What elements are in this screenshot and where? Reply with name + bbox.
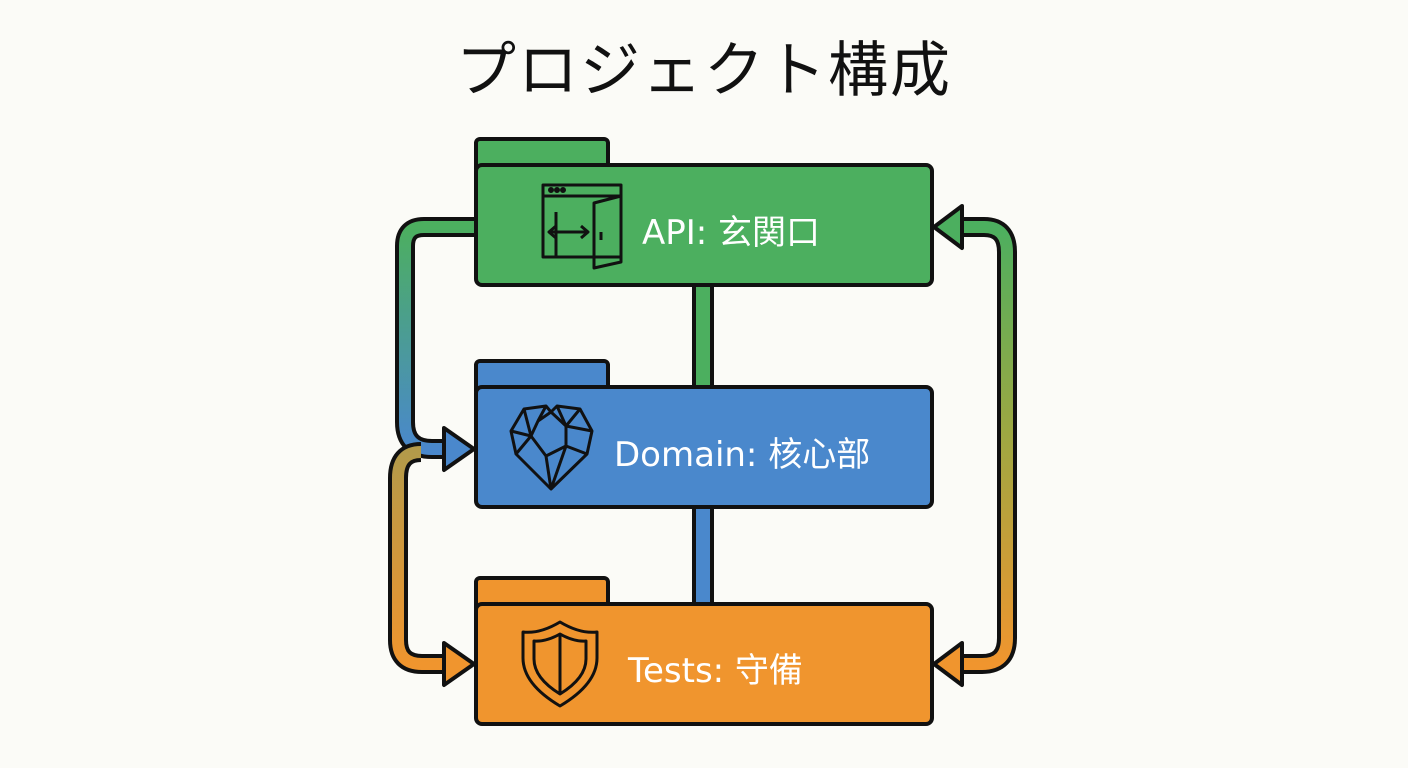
arrow-api-to-domain xyxy=(395,217,476,472)
shield-icon xyxy=(521,620,599,708)
page-title: プロジェクト構成 xyxy=(456,36,952,106)
folder-body-tests xyxy=(474,602,934,726)
folder-api xyxy=(474,137,934,287)
folder-label-api: API: 玄関口 xyxy=(642,213,821,253)
arrow-tests-api-loop xyxy=(932,204,1017,687)
connector-domain-tests xyxy=(692,503,714,609)
door-window-icon xyxy=(541,183,623,270)
arrow-domain-to-tests xyxy=(388,442,476,687)
folder-domain xyxy=(474,359,934,509)
connector-api-domain xyxy=(692,281,714,393)
folder-body-domain xyxy=(474,385,934,509)
folder-label-tests: Tests: 守備 xyxy=(628,651,803,691)
folder-label-domain: Domain: 核心部 xyxy=(614,435,871,475)
faceted-heart-icon xyxy=(509,404,594,491)
folder-tests xyxy=(474,576,934,726)
